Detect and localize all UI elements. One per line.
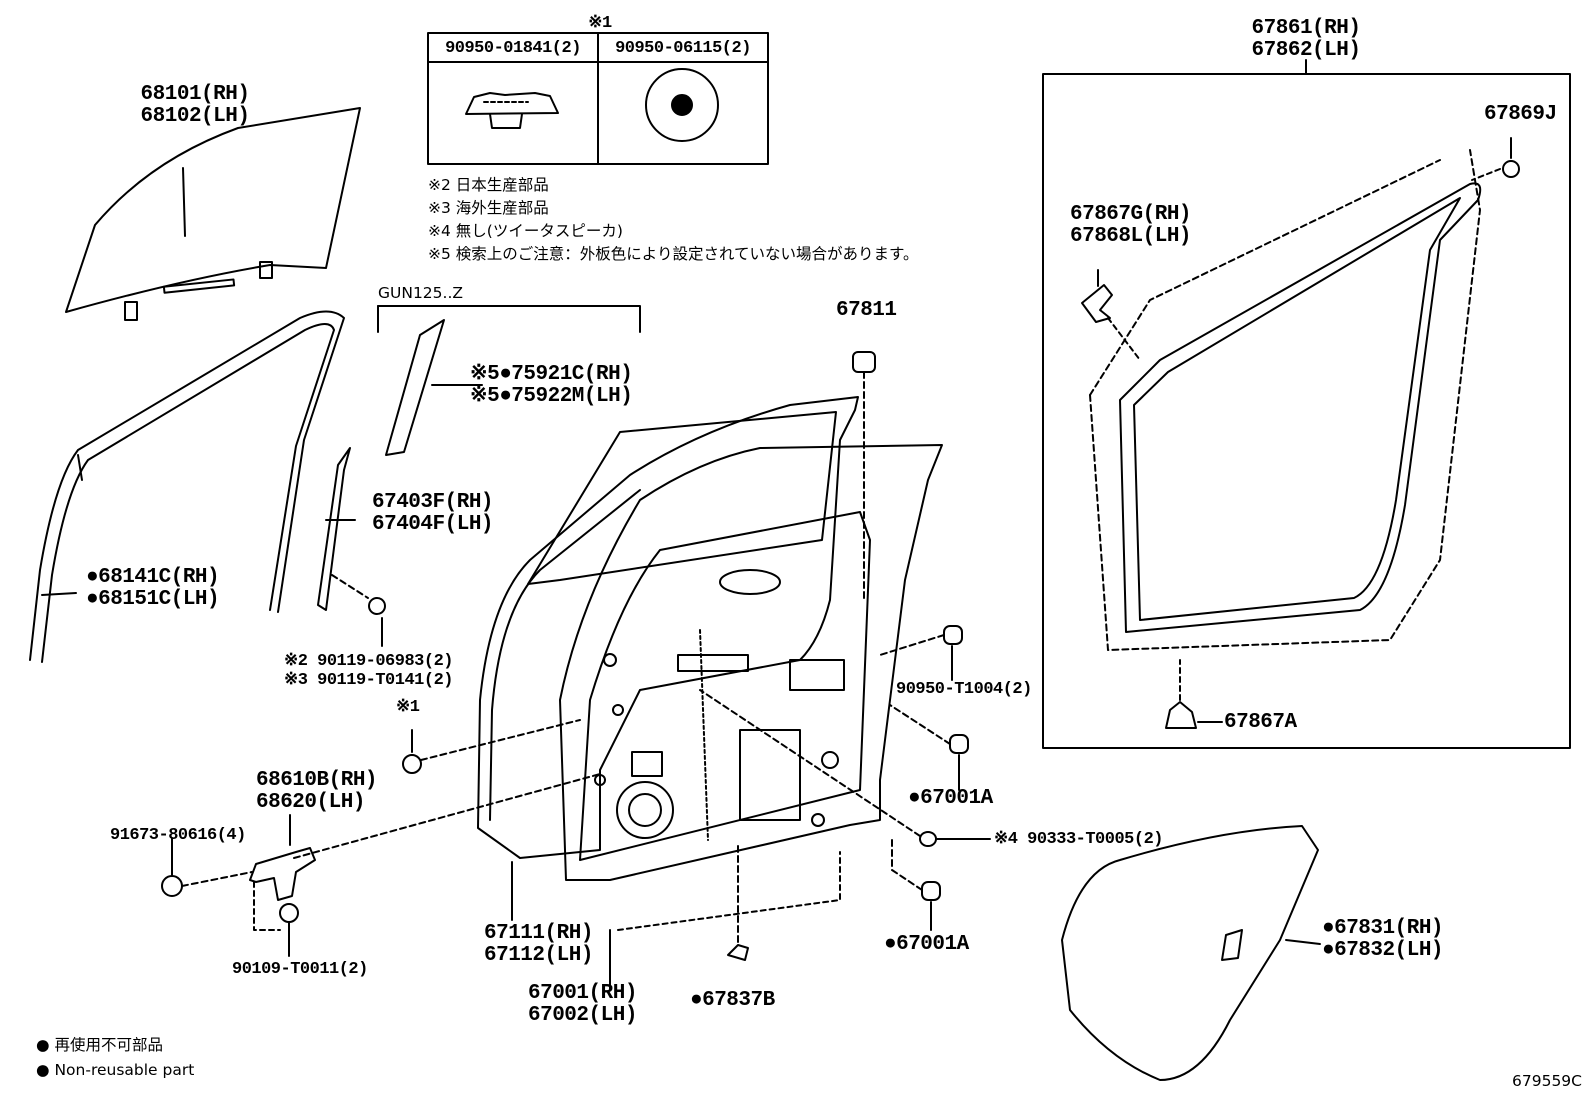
garnish [385, 319, 483, 456]
label-67111-lh: 67112(LH) [484, 944, 593, 967]
note-5: ※5 検索上のご注意：外板色により設定されていない場合があります。 [428, 245, 919, 263]
screw-90119 [331, 574, 386, 647]
callout-marker: ※1 [588, 14, 612, 33]
clip-67837b [727, 841, 749, 961]
label-90119-a: ※2 90119-06983(2) [284, 652, 453, 671]
label-67001-rh: 67001(RH) [528, 982, 637, 1005]
label-67867g: 67867G(RH) 67868L(LH) [1070, 203, 1192, 248]
clip-90950 [879, 625, 963, 681]
note-2: ※2 日本生産部品 [428, 176, 549, 194]
variant-label: GUN125..Z [378, 284, 464, 302]
clip-67811 [852, 351, 876, 601]
label-67001: 67001(RH) 67002(LH) [528, 983, 637, 1027]
label-67111: 67111(RH) 67112(LH) [484, 923, 593, 967]
label-68610-rh: 68610B(RH) [256, 769, 378, 792]
label-68141-rh: ●68141C(RH) [86, 566, 220, 589]
label-91673: 91673-80616(4) [110, 826, 246, 845]
label-68101-rh: 68101(RH) [140, 83, 250, 106]
label-67861-rh: 67861(RH) [1251, 17, 1361, 40]
label-67403-rh: 67403F(RH) [372, 491, 494, 514]
label-67831-lh: ●67832(LH) [1322, 939, 1444, 962]
label-75921-lh: ※5●75922M(LH) [470, 385, 633, 408]
label-90950-t1004: 90950-T1004(2) [896, 680, 1032, 699]
label-x1-clip: ※1 [396, 698, 420, 717]
label-67831: ●67831(RH) ●67832(LH) [1322, 917, 1444, 962]
note-3: ※3 海外生産部品 [428, 199, 549, 217]
label-75921-rh: ※5●75921C(RH) [470, 363, 633, 386]
label-67811: 67811 [836, 299, 897, 322]
label-67869j: 67869J [1484, 103, 1557, 126]
clip-x1 [402, 719, 581, 774]
label-67001a-2: ●67001A [884, 933, 969, 956]
label-67861-lh: 67862(LH) [1251, 39, 1361, 62]
label-67867g-rh: 67867G(RH) [1070, 203, 1192, 226]
ring-90333 [699, 689, 991, 847]
label-90333: ※4 90333-T0005(2) [994, 830, 1163, 849]
callout-col1-part: 90950-01841(2) [445, 39, 581, 58]
callout-table-frame [427, 32, 769, 165]
callout-col2-part: 90950-06115(2) [615, 39, 751, 58]
label-67403-lh: 67404F(LH) [372, 513, 494, 536]
run-channel [29, 310, 345, 663]
door-trim-panel [1061, 825, 1321, 1081]
fastener-67001a-1 [889, 704, 969, 791]
label-68141: ●68141C(RH) ●68151C(LH) [86, 566, 220, 611]
variant-bracket [377, 305, 641, 333]
label-67867g-lh: 67868L(LH) [1070, 225, 1192, 248]
door-panel [477, 396, 943, 881]
door-glass [65, 107, 361, 321]
door-check [161, 773, 601, 957]
label-90119: ※2 90119-06983(2) ※3 90119-T0141(2) [284, 652, 453, 690]
label-90119-b: ※3 90119-T0141(2) [284, 671, 453, 690]
label-67867a: 67867A [1224, 711, 1297, 734]
division-bar [317, 447, 356, 611]
label-68141-lh: ●68151C(LH) [86, 588, 220, 611]
label-67837b: ●67837B [690, 989, 775, 1012]
weatherstrip-frame [1042, 59, 1571, 749]
label-67111-rh: 67111(RH) [484, 922, 593, 945]
label-68101-lh: 68102(LH) [140, 105, 250, 128]
label-68610: 68610B(RH) 68620(LH) [256, 769, 378, 814]
fastener-67001a-2 [891, 839, 941, 931]
legend-en: ● Non-reusable part [36, 1061, 195, 1079]
label-90109: 90109-T0011(2) [232, 960, 368, 979]
label-67001a-1: ●67001A [908, 787, 993, 810]
label-67861: 67861(RH) 67862(LH) [1246, 18, 1366, 62]
diagram-id: 679559C [1512, 1072, 1582, 1090]
label-67403: 67403F(RH) 67404F(LH) [372, 491, 494, 536]
label-67831-rh: ●67831(RH) [1322, 917, 1444, 940]
label-68610-lh: 68620(LH) [256, 791, 365, 814]
label-67001-lh: 67002(LH) [528, 1004, 637, 1027]
label-68101: 68101(RH) 68102(LH) [140, 84, 250, 128]
legend-jp: ● 再使用不可部品 [36, 1036, 163, 1054]
note-4: ※4 無し(ツイータスピーカ) [428, 222, 623, 240]
label-75921: ※5●75921C(RH) ※5●75922M(LH) [470, 363, 633, 408]
